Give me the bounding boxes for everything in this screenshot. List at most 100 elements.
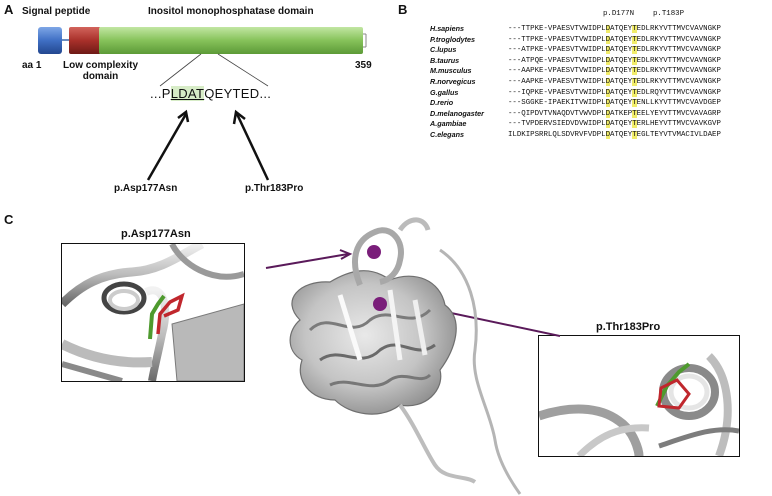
sequence: ---AAPKE-VPAESVTVWIDPLDATQEYTEDLRKYVTTMV… [508,77,721,88]
alignment-row: P.troglodytes ---TTPKE-VPAESVTVWIDPLDATQE… [430,35,721,46]
alignment-row: B.taurus---ATPQE-VPAESVTVWIDPLDATQEYTEDL… [430,56,721,67]
sequence-segment: EDLRKYVTTMVCVAVNGKP [636,46,721,55]
species-name: H.sapiens [430,24,464,33]
sequence-segment: ---SGGKE-IPAEKITVWIDPL [508,99,606,108]
conserved-residue: T [632,88,637,97]
highlighted-motif: LDAT [170,86,205,101]
conserved-residue: D [605,120,611,129]
sequence: ---ATPKE-VPAESVTVWIDPLDATQEYTEDLRKYVTTMV… [508,45,721,56]
inset-2-title: p.Thr183Pro [596,321,661,333]
sequence-segment: ATQEY [610,25,633,33]
zoom-line-right [217,53,269,87]
imp-domain-segment [99,27,363,54]
sequence-segment: ---IQPKE-VPAESVTVWIDPL [508,88,606,97]
conserved-residue: D [605,99,611,108]
sequence-segment: EDLRKYVTTMVCVAVNGKP [636,67,721,76]
conserved-residue: T [632,109,637,118]
sequence-segment: ---TVPDERVSIEDVDVWIDPL [508,120,606,129]
species-name: C.elegans [430,129,464,139]
mutation-label-t183p: p.Thr183Pro [245,183,304,194]
mutant-residue [156,292,185,335]
protein-structure [265,217,560,495]
sequence-segment: ERLHEYVTTMVCVAVKGVP [636,120,721,129]
sequence-segment: ATQEY [610,46,633,55]
sequence: ---TTPKE-VPAESVTVWIDPLDATQEYTEDLRKYVTTMV… [508,24,721,35]
sequence-segment: EDLRKYVTTMVCVAVNGKP [636,35,721,44]
pointer-arrow-1 [265,253,349,269]
sequence-segment: ATQEY [610,130,633,139]
signal-peptide-label: Signal peptide [22,6,91,17]
conserved-residue: D [605,35,611,44]
alignment-row: M.musculus ---AAPKE-VPAESVTVWIDPLDATQEYTE… [430,66,721,77]
wildtype-residue [148,294,166,340]
header-d177n: p.D177N [603,10,635,18]
sequence-segment: ATQEY [610,35,633,44]
sequence-segment: EGLTEYVTVMACIVLDAEP [636,130,721,139]
conserved-residue: T [632,56,637,65]
conserved-residue: D [605,130,611,139]
end-label: 359 [355,60,372,71]
sequence-segment: ---TTPKE-VPAESVTVWIDPL [508,35,606,44]
sequence: ---SGGKE-IPAEKITVWIDPLDATQEYTENLLKYVTTMV… [508,98,721,109]
sequence-segment: ATQEY [610,99,633,108]
sequence: ---QIPDVTVNAQDVTVWVDPLDATKEPTEELYEYVTTMV… [508,109,721,120]
panel-b-letter: B [398,2,408,17]
sequence-segment: ---TTPKE-VPAESVTVWIDPL [508,25,606,33]
arrow-d177n-head [177,109,190,123]
inset-2-structure [539,353,739,456]
species-name: P.troglodytes [430,34,475,44]
conserved-residue: D [605,88,611,97]
conserved-residue: T [632,67,637,76]
species-name: D.melanogaster [430,108,484,118]
sequence-segment: ATKEP [610,109,633,118]
conserved-residue: D [605,46,611,55]
sequence-segment: ATQEY [610,56,633,65]
conserved-residue: T [632,46,637,55]
conserved-residue: D [605,67,611,76]
inset-1-title: p.Asp177Asn [121,228,191,240]
mutation-sequence: ...PLDATQEYTED... [150,86,272,101]
domain-label: Inositol monophosphatase domain [148,6,314,17]
sequence-segment: EELYEYVTTMVCVAVAGRP [636,109,721,118]
conserved-residue: T [632,130,637,139]
arrow-t183p-head [232,109,246,125]
sequence-segment: ATQEY [610,120,633,129]
species-name: M.musculus [430,66,472,76]
sequence-segment: ---AAPKE-VPAESVTVWIDPL [508,67,606,76]
alignment-row: G.gallus ---IQPKE-VPAESVTVWIDPLDATQEYTEDL… [430,88,721,99]
sequence-segment: ---AAPKE-VPAESVTVWIDPL [508,77,606,86]
sequence: ---TTPKE-VPAESVTVWIDPLDATQEYTEDLRKYVTTMV… [508,35,721,46]
signal-peptide-segment [38,27,62,54]
inset-1-structure [62,244,244,381]
sequence-segment: ATQEY [610,67,633,76]
conserved-residue: D [605,25,611,33]
inset-thr183pro [538,335,740,457]
alignment-table: H.sapiens---TTPKE-VPAESVTVWIDPLDATQEYTED… [430,24,721,141]
sequence-segment: ENLLKYVTTMVCVAVDGEP [636,99,721,108]
sequence-segment: EDLRKYVTTMVCVAVNGKP [636,25,721,33]
sequence: ---AAPKE-VPAESVTVWIDPLDATQEYTEDLRKYVTTMV… [508,66,721,77]
arrow-d177n-shaft [146,113,188,181]
panel-a-letter: A [4,2,14,17]
conserved-residue: T [632,120,637,129]
conserved-residue: T [632,35,637,44]
alignment-row: H.sapiens ---TTPKE-VPAESVTVWIDPLDATQEYTED… [430,24,721,35]
sequence-segment: ATQEY [610,77,633,86]
sequence-segment: ---QIPDVTVNAQDVTVWVDPL [508,109,606,118]
species-name: G.gallus [430,87,459,97]
sequence-segment: EDLRQYVTTMVCVAVNGKP [636,88,721,97]
sequence: ---ATPQE-VPAESVTVWIDPLDATQEYTEDLRKYVTTMV… [508,56,721,67]
alignment-row: C.lupus---ATPKE-VPAESVTVWIDPLDATQEYTEDLR… [430,45,721,56]
sequence-segment: ILDKIPSRRLQLSDVRVFVDPL [508,130,606,139]
alignment-row: A.gambiae---TVPDERVSIEDVDVWIDPLDATQEYTER… [430,119,721,130]
wildtype-residue-2 [655,362,691,407]
sequence: ---TVPDERVSIEDVDVWIDPLDATQEYTERLHEYVTTMV… [508,119,721,130]
start-label: aa 1 [22,60,42,71]
header-t183p: p.T183P [653,10,685,18]
sequence-segment: ---ATPKE-VPAESVTVWIDPL [508,46,606,55]
conserved-residue: D [605,56,611,65]
sequence-segment: ATQEY [610,88,633,97]
low-complexity-segment [69,27,101,54]
alignment-row: D.rerio---SGGKE-IPAEKITVWIDPLDATQEYTENLL… [430,98,721,109]
alignment-row: R.norvegicus---AAPKE-VPAESVTVWIDPLDATQEY… [430,77,721,88]
